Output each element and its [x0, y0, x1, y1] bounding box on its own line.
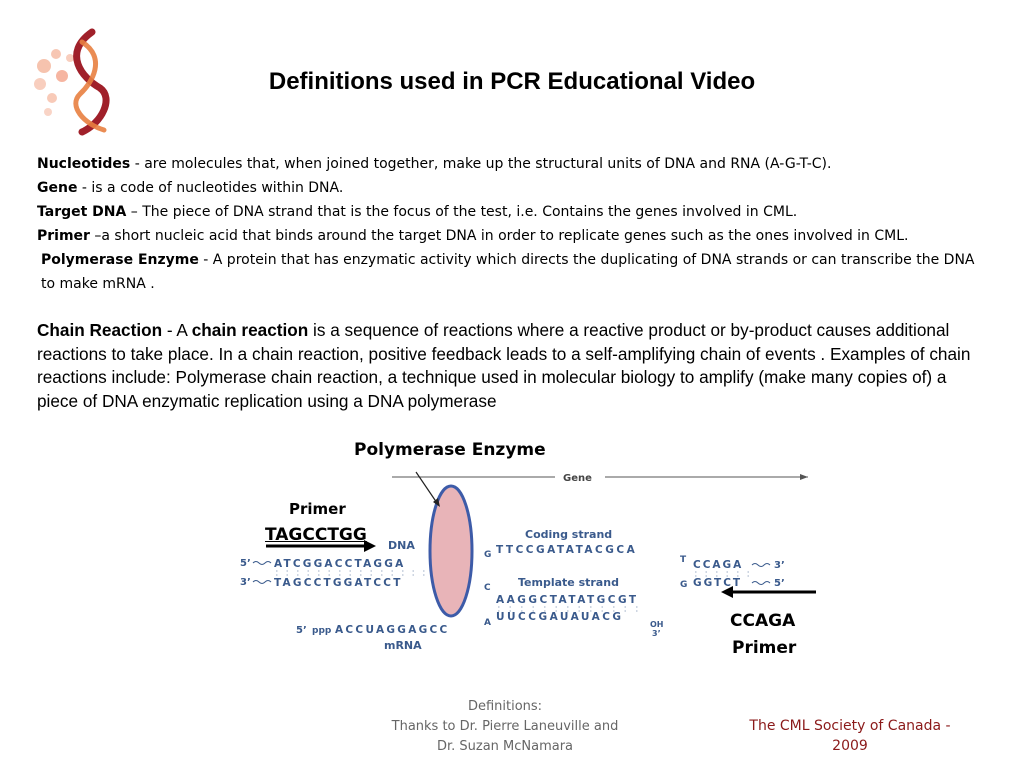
- definition-term: Chain Reaction: [37, 320, 163, 340]
- footer-line: Thanks to Dr. Pierre Laneuville and: [391, 719, 619, 734]
- polymerase-enzyme-label: Polymerase Enzyme: [354, 440, 546, 460]
- definition-term: Target DNA: [37, 204, 127, 220]
- right-bottom-5-end: 5’: [774, 578, 785, 589]
- definition-term-inline: chain reaction: [191, 320, 309, 340]
- page-title: Definitions used in PCR Educational Vide…: [268, 68, 756, 95]
- footer-line: Definitions:: [467, 699, 543, 714]
- definition-text: –a short nucleic acid that binds around …: [89, 228, 909, 244]
- definition-term: Nucleotides: [37, 156, 131, 172]
- definition-text: - are molecules that, when joined togeth…: [130, 156, 832, 172]
- primer-right-label: Primer: [732, 638, 797, 658]
- enzyme-pointer-line: [415, 471, 438, 504]
- a-mid-letter: A: [484, 618, 491, 628]
- footer-credits: Definitions: Thanks to Dr. Pierre Laneuv…: [380, 697, 630, 757]
- strand-top-sequence: ATCGGACCTAGGA: [274, 558, 405, 570]
- right-bottom-sequence: GGTCT: [693, 577, 742, 589]
- template-strand-label: Template strand: [518, 576, 619, 589]
- definition-primer: Primer –a short nucleic acid that binds …: [37, 224, 987, 248]
- strand-top-5-end: 5’: [240, 558, 251, 569]
- primer-left-arrow: [266, 540, 376, 552]
- definition-target-dna: Target DNA – The piece of DNA strand tha…: [37, 200, 987, 224]
- primer-right-sequence: CCAGA: [730, 611, 796, 631]
- definition-term: Polymerase Enzyme: [41, 252, 199, 268]
- coding-sequence: TTCCGATATACGCA: [496, 544, 637, 556]
- t-top-letter: T: [680, 555, 687, 565]
- definition-text: - A protein that has enzymatic activity …: [41, 252, 975, 292]
- definition-term: Primer: [37, 228, 90, 244]
- definition-term: Gene: [37, 180, 78, 196]
- cells-icon: [34, 49, 74, 116]
- footer-line: Dr. Suzan McNamara: [436, 739, 574, 754]
- g-top-letter: G: [484, 550, 491, 560]
- definition-gene: Gene - is a code of nucleotides within D…: [37, 176, 987, 200]
- gene-arrow: Gene: [392, 473, 808, 484]
- oh-3-end: 3’: [652, 629, 661, 638]
- template-sequence: AAGGCTATATGCGT: [496, 594, 639, 606]
- definition-chain-reaction: Chain Reaction - A chain reaction is a s…: [37, 319, 987, 413]
- primer-left-label: Primer: [289, 500, 346, 518]
- dna-label: DNA: [388, 539, 415, 552]
- strand-bottom-3-end: 3’: [240, 577, 251, 588]
- gene-label: Gene: [563, 473, 592, 484]
- cml-society-logo: [34, 28, 110, 136]
- definition-text: - is a code of nucleotides within DNA.: [77, 180, 344, 196]
- mrna-sequence: ACCUAGGAGCC: [335, 624, 450, 636]
- rna-sequence: UUCCGAUAUACG: [496, 611, 624, 623]
- mrna-label: mRNA: [384, 639, 422, 652]
- definition-text: is a sequence of reactions where a react…: [37, 320, 971, 411]
- primer-left-sequence: TAGCCTGG: [265, 525, 367, 545]
- right-top-sequence: CCAGA: [693, 559, 743, 571]
- primer-right-arrow: [721, 586, 816, 598]
- oh-label: OH: [650, 620, 664, 629]
- definition-text: - A: [162, 320, 192, 340]
- polymerase-enzyme-shape: [428, 484, 474, 618]
- definition-text: – The piece of DNA strand that is the fo…: [126, 204, 798, 220]
- ribbon-icon: [73, 28, 110, 136]
- footer-line: The CML Society of Canada -: [749, 718, 951, 734]
- definition-nucleotides: Nucleotides - are molecules that, when j…: [37, 152, 987, 176]
- mrna-5-end: 5’: [296, 625, 307, 636]
- footer-society: The CML Society of Canada - 2009: [740, 716, 960, 756]
- c-bottom-letter: C: [484, 583, 491, 593]
- footer-line: 2009: [832, 738, 868, 754]
- mrna-ppp: ppp: [312, 626, 332, 636]
- strand-bottom-sequence: TAGCCTGGATCCT: [274, 577, 403, 589]
- g-bottom-letter: G: [680, 580, 687, 590]
- definitions-list: Nucleotides - are molecules that, when j…: [37, 152, 987, 296]
- coding-strand-label: Coding strand: [525, 528, 612, 541]
- definition-polymerase: Polymerase Enzyme - A protein that has e…: [37, 248, 987, 296]
- right-top-3-end: 3’: [774, 560, 785, 571]
